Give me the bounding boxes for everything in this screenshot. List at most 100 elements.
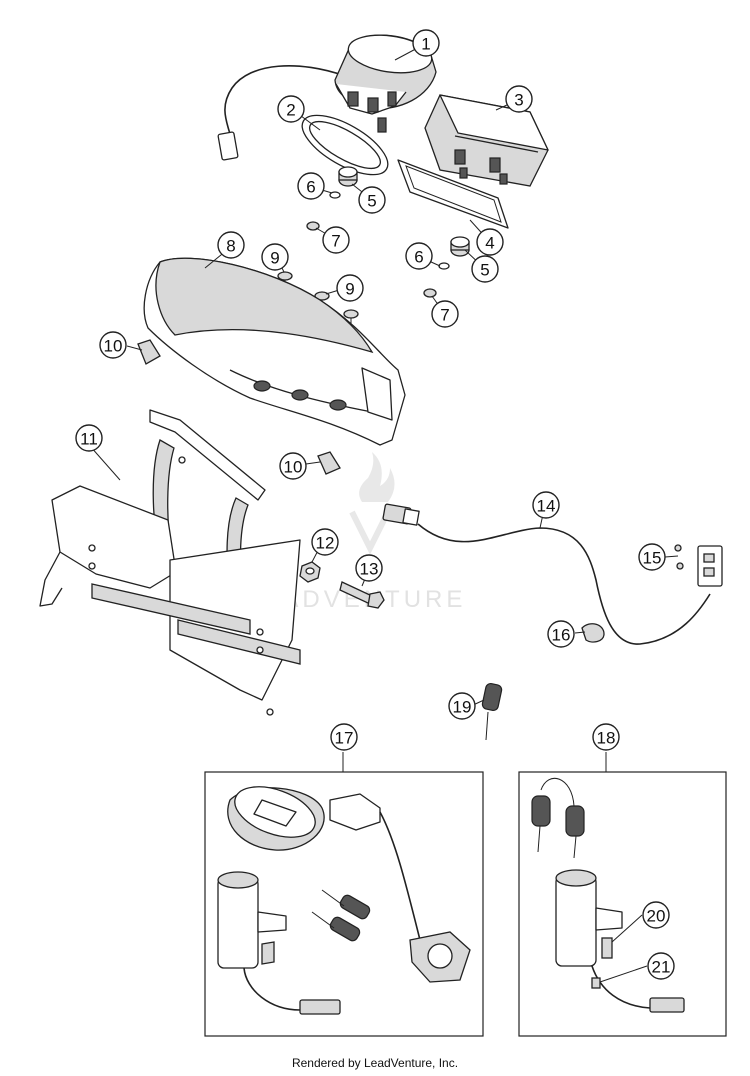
callout-number: 21	[652, 958, 671, 977]
callout-number: 1	[421, 35, 430, 54]
callout-number: 8	[226, 237, 235, 256]
nut-right[interactable]	[423, 288, 437, 298]
callout-number: 20	[647, 907, 666, 926]
callout-number: 18	[597, 729, 616, 748]
washer-left[interactable]	[329, 191, 341, 199]
ignition-switch-part[interactable]	[329, 793, 471, 983]
callout-15[interactable]: 15	[638, 543, 666, 571]
sensor-cable-part[interactable]	[382, 503, 711, 645]
callout-9[interactable]: 9	[336, 274, 364, 302]
speedometer-part[interactable]	[217, 30, 437, 161]
callout-5[interactable]: 5	[358, 186, 386, 214]
grommet-right[interactable]	[450, 236, 470, 257]
callout-circle	[217, 231, 245, 259]
display-unit-part[interactable]	[424, 94, 549, 187]
key-part[interactable]	[481, 682, 503, 741]
watermark-logo	[349, 452, 395, 555]
mounting-bracket-part[interactable]	[39, 409, 301, 716]
callout-circle	[448, 692, 476, 720]
callout-circle	[75, 424, 103, 452]
callout-14[interactable]: 14	[532, 491, 560, 519]
callout-circle	[642, 901, 670, 929]
callout-7[interactable]: 7	[322, 226, 350, 254]
callout-number: 5	[480, 261, 489, 280]
callout-9[interactable]: 9	[261, 243, 289, 271]
screw-20[interactable]	[601, 937, 613, 959]
callout-10[interactable]: 10	[279, 452, 307, 480]
callout-circle	[647, 952, 675, 980]
callout-circle	[358, 186, 386, 214]
callout-7[interactable]: 7	[431, 300, 459, 328]
callout-number: 16	[552, 626, 571, 645]
callout-6[interactable]: 6	[405, 242, 433, 270]
key-pair-17[interactable]	[311, 889, 371, 943]
ignition-lock-set-box	[204, 771, 484, 1037]
lock-set-box	[518, 771, 727, 1037]
callout-circle	[476, 228, 504, 256]
callout-number: 3	[514, 91, 523, 110]
callout-1[interactable]: 1	[412, 29, 440, 57]
grommet-left[interactable]	[338, 166, 358, 187]
callout-circle	[532, 491, 560, 519]
callout-circle	[412, 29, 440, 57]
callout-number: 10	[284, 458, 303, 477]
callout-10[interactable]: 10	[99, 331, 127, 359]
callout-11[interactable]: 11	[75, 424, 103, 452]
callout-number: 7	[440, 306, 449, 325]
callout-number: 9	[270, 249, 279, 268]
key-pair-18[interactable]	[531, 778, 585, 859]
callout-3[interactable]: 3	[505, 85, 533, 113]
callout-number: 15	[643, 549, 662, 568]
footer-credit: Rendered by LeadVenture, Inc.	[291, 1056, 459, 1070]
callout-number: 2	[286, 101, 295, 120]
fuel-cap-lock-part[interactable]	[227, 777, 325, 851]
callout-circle	[405, 242, 433, 270]
callout-circle	[311, 528, 339, 556]
callout-number: 11	[80, 430, 98, 449]
callout-5[interactable]: 5	[471, 255, 499, 283]
callout-number: 6	[306, 178, 315, 197]
callout-19[interactable]: 19	[448, 692, 476, 720]
hex-bolt-part[interactable]	[339, 581, 385, 609]
callout-6[interactable]: 6	[297, 172, 325, 200]
gasket-ring-part[interactable]	[293, 104, 396, 187]
callout-8[interactable]: 8	[217, 231, 245, 259]
callout-circle	[471, 255, 499, 283]
washer-right[interactable]	[438, 262, 450, 270]
clip-upper[interactable]	[137, 339, 161, 365]
callout-circle	[592, 723, 620, 751]
callout-13[interactable]: 13	[355, 554, 383, 582]
callout-20[interactable]: 20	[642, 901, 670, 929]
callout-number: 7	[331, 232, 340, 251]
callout-number: 4	[485, 234, 494, 253]
callout-2[interactable]: 2	[277, 95, 305, 123]
callout-17[interactable]: 17	[330, 723, 358, 751]
callout-4[interactable]: 4	[476, 228, 504, 256]
sensor-part[interactable]	[674, 544, 723, 587]
gasket-plate-part[interactable]	[397, 159, 509, 229]
hex-nut-part[interactable]	[299, 561, 321, 583]
callout-circle	[355, 554, 383, 582]
callout-circle	[547, 620, 575, 648]
callout-number: 14	[537, 497, 556, 516]
callout-16[interactable]: 16	[547, 620, 575, 648]
callout-12[interactable]: 12	[311, 528, 339, 556]
screw-21[interactable]	[591, 977, 601, 989]
callout-circle	[297, 172, 325, 200]
callout-circle	[261, 243, 289, 271]
callout-21[interactable]: 21	[647, 952, 675, 980]
callout-number: 9	[345, 280, 354, 299]
callout-circle	[99, 331, 127, 359]
callout-number: 6	[414, 248, 423, 267]
callout-18[interactable]: 18	[592, 723, 620, 751]
ignition-lock-cylinder-18[interactable]	[555, 869, 685, 1013]
callout-number: 13	[360, 560, 379, 579]
callout-number: 12	[316, 534, 335, 553]
cable-clip-part[interactable]	[581, 623, 605, 643]
ignition-lock-cylinder-17[interactable]	[217, 871, 341, 1015]
clip-lower[interactable]	[317, 451, 341, 475]
instrument-cover-part[interactable]	[143, 257, 406, 446]
